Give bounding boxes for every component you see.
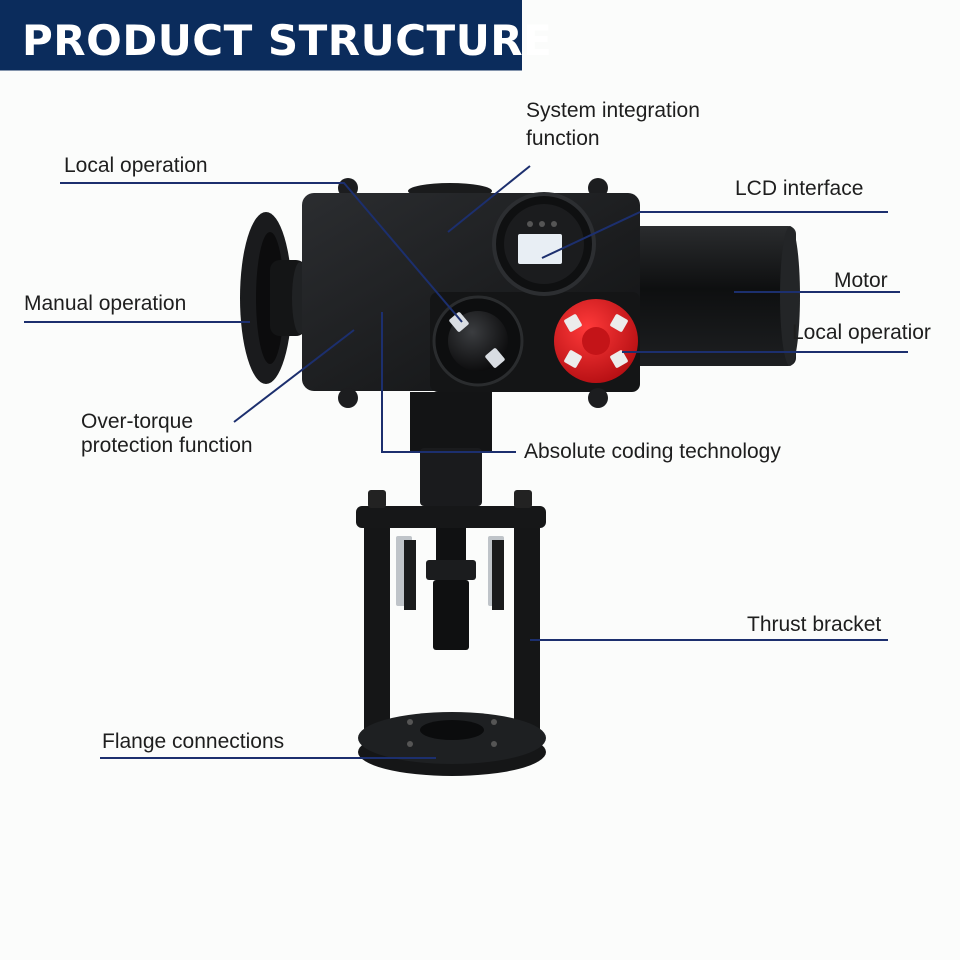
label-over-torque-line2: protection function (81, 434, 253, 457)
leader-over-torque (233, 329, 355, 423)
label-system-integration-line1: System integration (526, 99, 700, 122)
local-operation-knob-red (554, 299, 638, 383)
leader-lines (24, 165, 908, 759)
motor (630, 226, 800, 366)
title-banner (0, 0, 522, 71)
handwheel (240, 212, 308, 384)
thrust-bracket (356, 490, 546, 738)
page-title: PRODUCT STRUCTURE (22, 16, 553, 65)
leader-system-integration (447, 165, 531, 233)
label-local-operation-top: Local operation (64, 154, 208, 177)
flange-base (358, 712, 546, 776)
label-thrust-bracket: Thrust bracket (747, 613, 882, 636)
local-operation-knob-black (432, 295, 524, 387)
label-system-integration-line2: function (526, 127, 600, 150)
label-lcd-interface: LCD interface (735, 177, 864, 200)
lcd-display (492, 192, 596, 296)
leader-absolute-coding (381, 312, 516, 453)
label-over-torque-line1: Over-torque (81, 410, 194, 433)
label-absolute-coding: Absolute coding technology (524, 440, 781, 463)
label-motor: Motor (834, 269, 888, 292)
leader-local-operation-top (60, 182, 463, 323)
output-shaft (410, 392, 492, 506)
label-flange-connections: Flange connections (102, 730, 285, 753)
label-local-operation-right: Local operatior (792, 321, 931, 344)
leader-lcd-interface (541, 211, 641, 259)
label-manual-operation: Manual operation (24, 292, 187, 315)
